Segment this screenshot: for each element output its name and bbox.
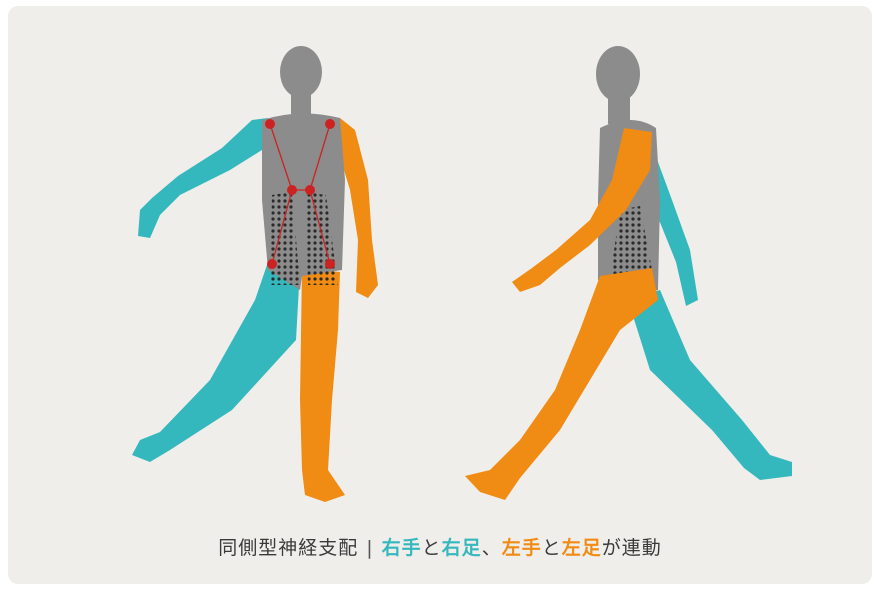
side-figure-left-leg: [465, 268, 658, 500]
caption-separator: |: [366, 537, 373, 559]
caption-to-2: と: [542, 537, 562, 559]
caption: 同側型神経支配|右手と右足、左手と左足が連動: [0, 533, 880, 560]
back-view-figure: [132, 46, 378, 502]
caption-right-foot: 右足: [442, 537, 482, 559]
caption-left-hand: 左手: [502, 537, 542, 559]
side-figure-right-leg: [628, 290, 792, 480]
caption-title: 同側型神経支配: [218, 537, 358, 559]
caption-comma: 、: [482, 537, 502, 559]
caption-to-1: と: [422, 537, 442, 559]
side-view-figure: [465, 46, 792, 500]
caption-tail: が連動: [602, 537, 662, 559]
back-figure-left-leg: [300, 268, 345, 502]
caption-right-hand: 右手: [382, 537, 422, 559]
back-figure-right-arm: [138, 118, 268, 238]
back-figure-head: [280, 46, 322, 98]
back-figure-right-leg: [132, 262, 300, 462]
caption-left-foot: 左足: [562, 537, 602, 559]
side-figure-head: [596, 46, 640, 102]
